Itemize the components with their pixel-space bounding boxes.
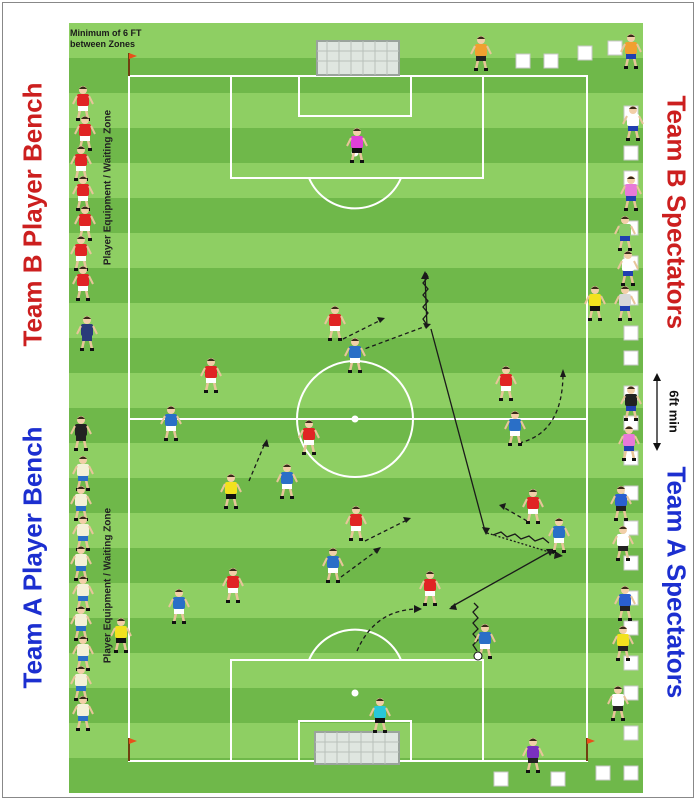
turf-stripe: [69, 618, 643, 653]
spectator-marker: [551, 772, 565, 786]
spectator-marker: [624, 326, 638, 340]
spectator-marker: [544, 54, 558, 68]
team-b-bench-title: Team B Player Bench: [18, 117, 49, 347]
zone-note-line-1: Minimum of 6 FT: [70, 28, 142, 39]
waiting-zone-label-bottom: Player Equipment / Waiting Zone: [103, 496, 114, 676]
team-b-spectators-title: Team B Spectators: [661, 96, 692, 326]
spectator-marker: [624, 351, 638, 365]
spectator-marker: [624, 686, 638, 700]
spectator-marker: [494, 772, 508, 786]
zone-note-line-2: between Zones: [70, 39, 142, 50]
spectator-marker: [624, 146, 638, 160]
spectator-marker: [608, 41, 622, 55]
turf-stripe: [69, 408, 643, 443]
turf-stripe: [69, 268, 643, 303]
spectator-marker: [516, 54, 530, 68]
turf-stripe: [69, 198, 643, 233]
team-a-bench-title: Team A Player Bench: [18, 459, 49, 689]
spectator-marker: [624, 766, 638, 780]
gap-label: 6ft min: [667, 377, 682, 447]
zone-spacing-note: Minimum of 6 FT between Zones: [70, 28, 142, 50]
waiting-zone-label-top: Player Equipment / Waiting Zone: [103, 98, 114, 278]
spectator-marker: [596, 766, 610, 780]
gap-arrow-head-up: [653, 373, 661, 381]
team-a-spectators-title: Team A Spectators: [661, 467, 692, 697]
ball-icon: [474, 652, 482, 660]
top-goal: [317, 41, 399, 75]
center-spot: [353, 417, 358, 422]
spectator-marker: [578, 46, 592, 60]
bottom-penalty-spot: [353, 691, 358, 696]
bottom-goal: [315, 732, 399, 764]
spectator-marker: [624, 726, 638, 740]
gap-arrow-head-down: [653, 443, 661, 451]
